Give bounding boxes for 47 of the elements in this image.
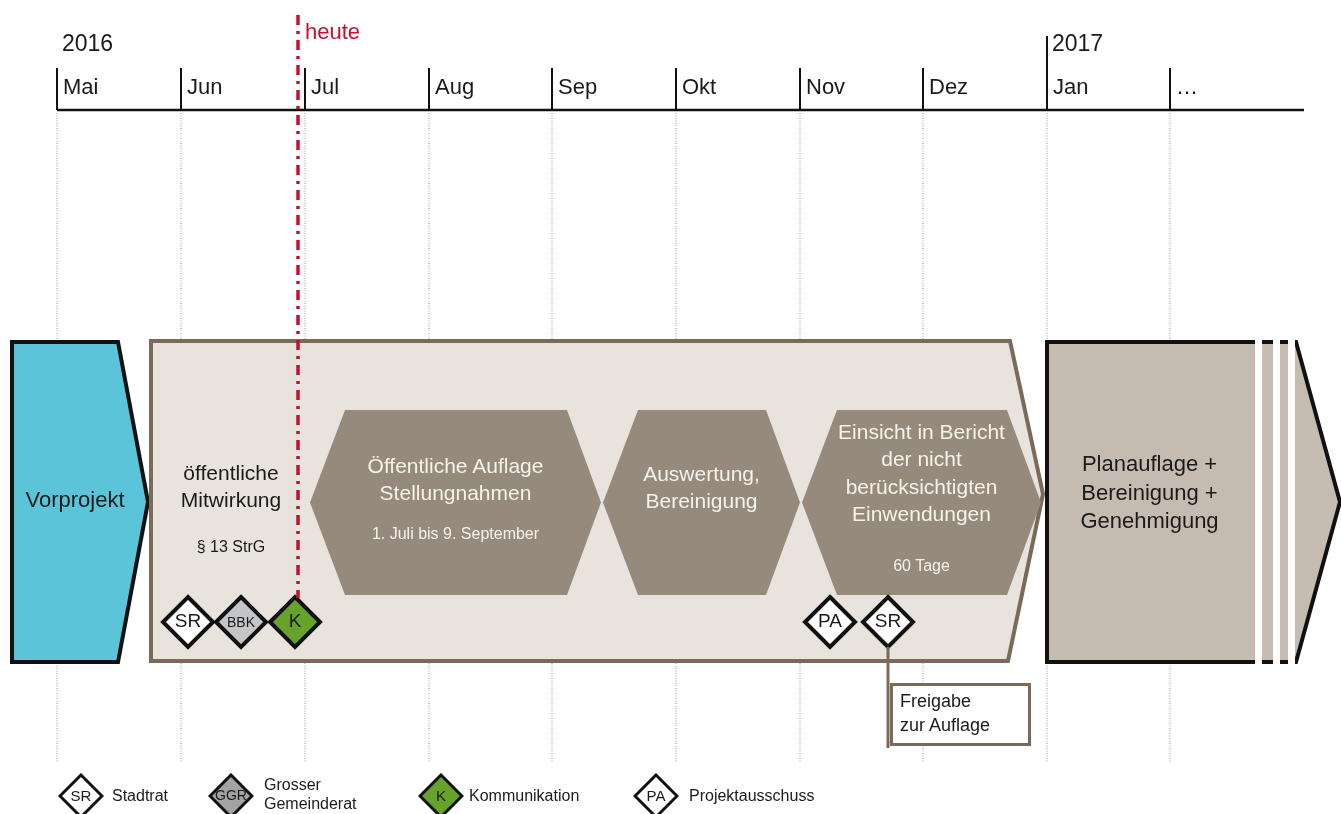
legend-text: Kommunikation (469, 786, 580, 806)
legend-abbreviation: PA (645, 787, 667, 804)
year-label: 2017 (1052, 30, 1104, 57)
milestone-diamond (268, 595, 322, 649)
month-label: Mai (63, 74, 99, 100)
phase-duration: 1. Juli bis 9. September (370, 524, 541, 544)
month-label: Jan (1053, 74, 1089, 100)
month-label: Sep (558, 74, 598, 100)
note-text: Freigabe zur Auflage (900, 690, 992, 738)
leader-line (886, 647, 890, 748)
milestone-diamond (214, 595, 268, 649)
legend-text: Grosser Gemeinderat (264, 775, 358, 814)
note-box (890, 683, 1031, 746)
phase-title: Auswertung, Bereinigung (642, 461, 761, 515)
legal-reference: § 13 StrG (195, 537, 267, 557)
month-label: Jul (311, 74, 340, 100)
legend-abbreviation: SR (69, 787, 93, 804)
milestone-abbreviation: SR (873, 609, 903, 634)
milestone-abbreviation: K (287, 609, 303, 634)
milestone-abbreviation: BBK (226, 612, 256, 631)
legend-abbreviation: GGR (214, 787, 248, 803)
phase-title: öffentliche Mitwirkung (179, 460, 283, 514)
month-label: … (1176, 74, 1198, 100)
milestone-abbreviation: SR (173, 609, 203, 634)
phase-title: Einsicht in Bericht der nicht berücksichtigten Einwendungen (837, 419, 1006, 527)
phase-duration: 60 Tage (892, 556, 951, 576)
year-label: 2016 (62, 30, 114, 57)
phase-title: Planauflage + Bereinigung + Genehmigung (1079, 450, 1220, 536)
month-label: Jun (187, 74, 223, 100)
legend-text: Stadtrat (112, 786, 169, 806)
phase-title: Vorprojekt (24, 486, 126, 514)
month-label: Okt (682, 74, 717, 100)
month-label: Nov (806, 74, 846, 100)
milestone-abbreviation: PA (817, 609, 843, 634)
legend-text: Projektausschuss (689, 786, 815, 806)
phase-chevron (1047, 342, 1340, 662)
phase-chevron (151, 341, 1043, 661)
milestone-diamond (161, 595, 215, 649)
month-label: Aug (435, 74, 475, 100)
phase-hexagon (310, 410, 601, 595)
phase-hexagon (603, 410, 800, 595)
phase-chevron (12, 342, 148, 662)
legend-abbreviation: K (435, 787, 447, 804)
month-label: Dez (929, 74, 969, 100)
phase-title: Öffentliche Auflage Stellungnahmen (366, 453, 545, 507)
phase-hexagon (802, 410, 1041, 595)
today-label: heute (305, 19, 361, 45)
